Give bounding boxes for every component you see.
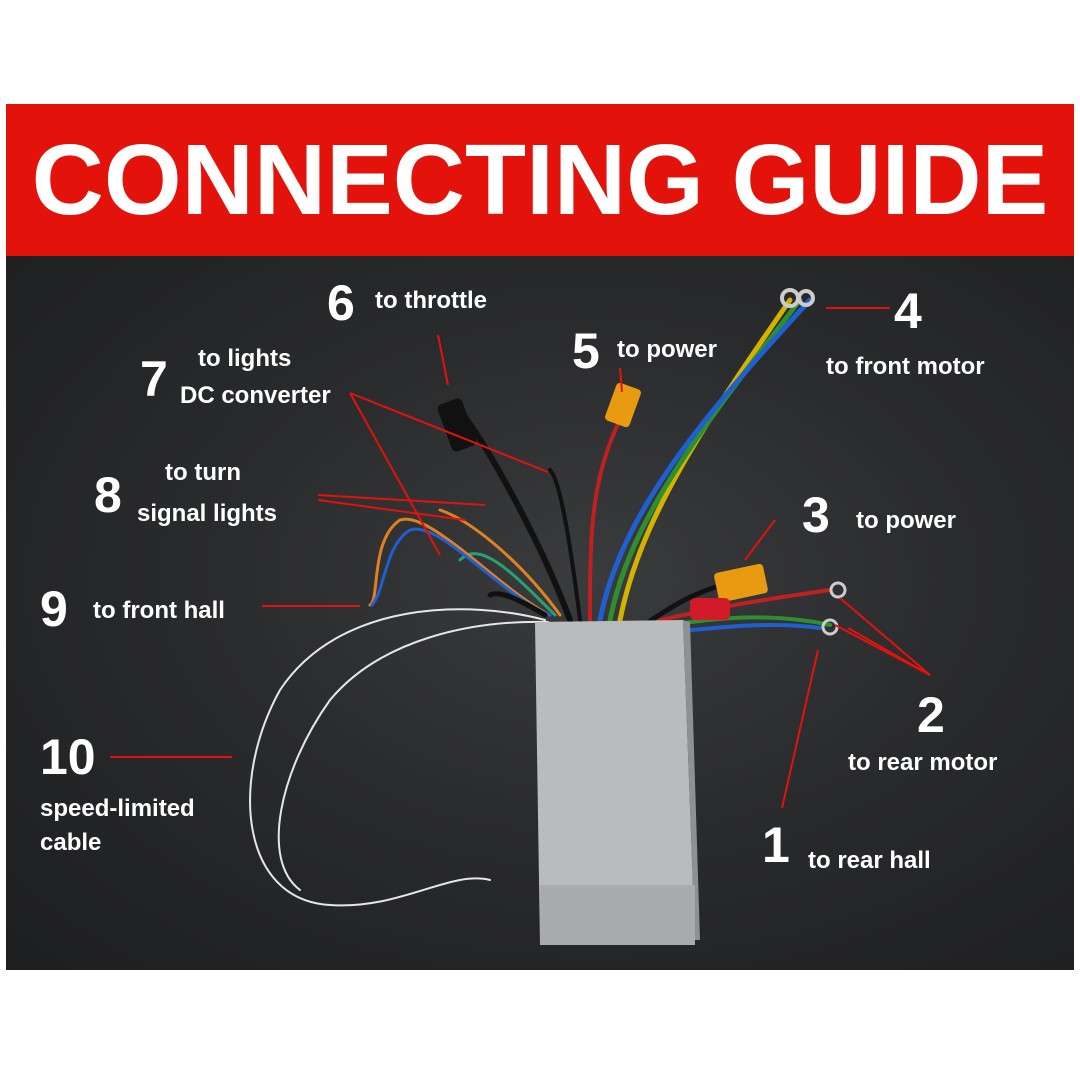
label-4-number: 4 [894,283,922,339]
label-5-number: 5 [572,323,600,379]
label-6-number: 6 [327,275,355,331]
label-8-line2: signal lights [137,500,278,527]
label-10-number: 10 [40,729,96,785]
label-9-text: to front hall [93,597,225,624]
label-7-line2: DC converter [180,382,331,409]
label-9-number: 9 [40,581,68,637]
label-3-text: to power [856,507,956,534]
label-1-number: 1 [762,817,790,873]
label-5-text: to power [617,336,717,363]
label-10-line1: speed-limited [40,795,195,822]
label-10-line2: cable [40,829,102,856]
controller-photo: 6 to throttle 5 to power 4 to front moto… [6,256,1074,970]
label-8-line1: to turn [165,459,241,486]
title-banner: CONNECTING GUIDE [6,104,1074,256]
label-6-text: to throttle [375,287,487,314]
page-title: CONNECTING GUIDE [31,124,1049,236]
label-8-number: 8 [94,467,122,523]
label-1-text: to rear hall [808,847,931,874]
label-7-number: 7 [140,351,168,407]
label-2-number: 2 [917,687,945,743]
label-3-number: 3 [802,487,830,543]
label-4-text: to front motor [826,353,985,380]
label-2-text: to rear motor [848,749,998,776]
label-7-line1: to lights [198,345,292,372]
wiring-illustration [110,288,931,945]
